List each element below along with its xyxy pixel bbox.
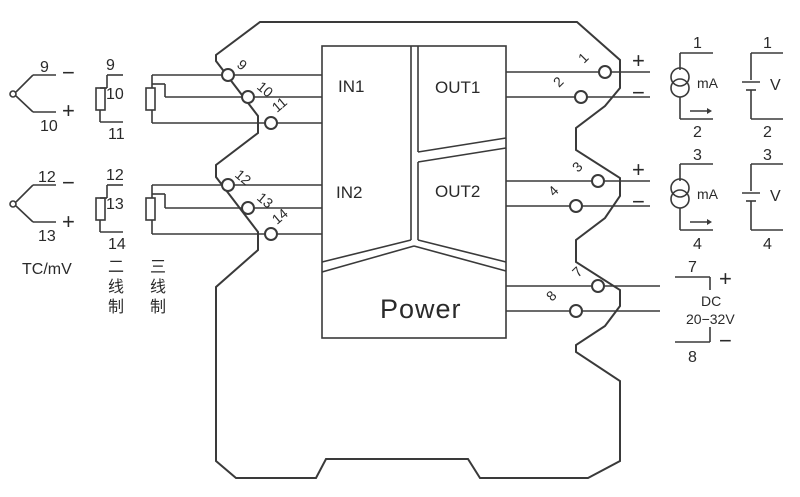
terminal-10[interactable] [241,90,255,104]
output-label: 4 [693,236,702,253]
terminal-14[interactable] [264,227,278,241]
terminal-11[interactable] [264,116,278,130]
plus-sign: + [632,157,645,182]
ma-label: mA [697,75,719,91]
terminal-1[interactable] [598,65,612,79]
divider [417,239,507,263]
plus-sign: + [62,209,75,234]
minus-sign: − [632,80,645,105]
divider [321,245,415,273]
output-label: 4 [763,236,772,253]
rtd-label: 10 [106,86,124,103]
block-label-power: Power [380,294,462,324]
divider [417,137,507,153]
caption-tc-mv: TC/mV [22,261,72,278]
dc-supply-symbol [675,276,711,343]
minus-sign: − [62,170,75,195]
thermocouple-symbol-ch1 [9,74,56,113]
plus-sign: + [719,266,732,291]
divider [321,239,412,263]
terminal-4[interactable] [569,199,583,213]
inner-block [321,45,507,339]
terminal-7[interactable] [591,279,605,293]
block-label-in2: IN2 [336,183,362,202]
rtd-label: 14 [108,236,126,253]
minus-sign: − [719,328,732,353]
caption-three-wire: 线 [150,277,166,296]
divider [417,147,507,163]
current-source-symbol-ch1 [670,52,713,120]
v-label: V [770,188,781,205]
current-source-symbol-ch2 [670,163,713,231]
block-label-out1: OUT1 [435,78,480,97]
terminal-label: 9 [234,56,250,73]
terminal-label: 4 [545,182,562,199]
minus-sign: − [62,60,75,85]
rtd-label: 12 [106,167,124,184]
module-housing [215,21,621,479]
minus-sign: − [632,189,645,214]
v-label: V [770,77,781,94]
tc-label: 10 [40,118,58,135]
output-label: 3 [763,147,772,164]
divider [413,245,507,272]
rtd-two-wire-symbol-ch1 [95,74,123,123]
voltage-source-symbol-ch2 [742,163,783,231]
terminal-3[interactable] [591,174,605,188]
terminal-label: 1 [575,49,592,66]
output-label: 1 [763,35,772,52]
output-label: 2 [693,124,702,141]
terminal-8[interactable] [569,304,583,318]
terminal-label: 8 [543,287,560,304]
thermocouple-symbol-ch2 [9,184,56,223]
rtd-label: 13 [106,196,124,213]
output-label: 1 [693,35,702,52]
caption-three-wire: 三 [150,257,166,276]
rtd-label: 11 [108,126,125,143]
rtd-three-wire-symbol-ch2 [145,185,166,234]
terminal-13[interactable] [241,201,255,215]
tc-label: 13 [38,228,56,245]
terminal-label: 2 [550,73,567,90]
tc-label: 9 [40,59,49,76]
rtd-two-wire-symbol-ch2 [95,184,123,233]
block-label-in1: IN1 [338,77,364,96]
output-label: 3 [693,147,702,164]
block-label-out2: OUT2 [435,182,480,201]
voltage-source-symbol-ch1 [742,52,783,120]
rtd-label: 9 [106,57,115,74]
terminal-12[interactable] [221,178,235,192]
caption-two-wire: 制 [108,297,124,316]
terminal-2[interactable] [574,90,588,104]
plus-sign: + [62,98,75,123]
terminal-label: 3 [569,158,586,175]
terminal-9[interactable] [221,68,235,82]
supply-label: 8 [688,349,697,366]
supply-range: 20−32V [686,311,735,327]
caption-two-wire: 二 [108,257,124,276]
supply-label: 7 [688,259,697,276]
caption-three-wire: 制 [150,297,166,316]
tc-label: 12 [38,169,56,186]
rtd-three-wire-symbol-ch1 [145,75,166,123]
plus-sign: + [632,48,645,73]
supply-type: DC [701,293,721,309]
output-label: 2 [763,124,772,141]
caption-two-wire: 线 [108,277,124,296]
ma-label: mA [697,186,719,202]
